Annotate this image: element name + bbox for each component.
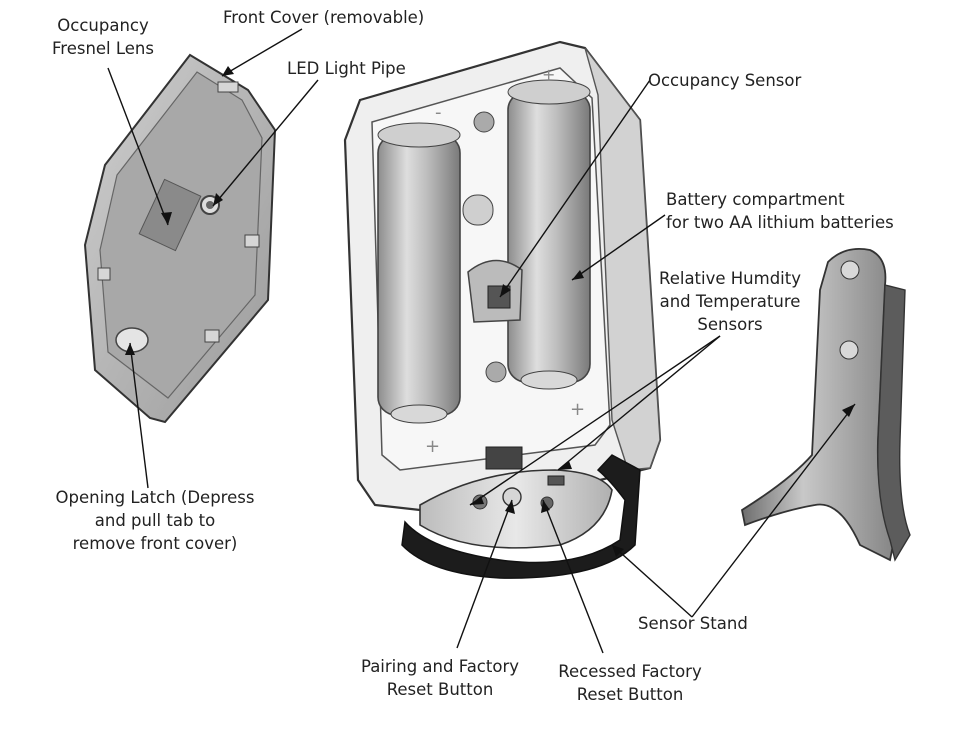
battery-left xyxy=(377,122,461,424)
label-front-cover: Front Cover (removable) xyxy=(223,6,424,29)
housing-vent xyxy=(485,446,523,470)
leader-arrowheads xyxy=(125,66,855,557)
leader-pairing xyxy=(456,499,513,649)
stand-peg-top xyxy=(840,260,860,280)
leader-fresnel xyxy=(107,67,169,226)
base-top-surface xyxy=(419,469,613,549)
label-pairing-reset: Pairing and Factory Reset Button xyxy=(355,655,525,701)
screw-bottom xyxy=(485,361,507,383)
label-battery-compartment: Battery compartment for two AA lithium b… xyxy=(666,188,894,234)
sensor-base xyxy=(401,454,641,579)
leader-humidity-1 xyxy=(469,335,721,506)
leader-lines xyxy=(107,28,856,654)
label-humidity-line-3: Sensors xyxy=(697,315,763,334)
stand-arm xyxy=(740,247,896,562)
label-latch-line-1: Opening Latch (Depress xyxy=(55,488,255,507)
label-battery-line-2: for two AA lithium batteries xyxy=(666,213,894,232)
leader-latch xyxy=(129,342,149,489)
label-latch-line-2: and pull tab to xyxy=(94,511,216,530)
leader-humidity-2 xyxy=(557,335,721,471)
leader-recessed xyxy=(542,499,604,654)
label-front-cover-line-1: Front Cover (removable) xyxy=(223,8,425,27)
occupancy-sensor xyxy=(467,259,523,323)
label-recessed-line-1: Recessed Factory xyxy=(558,662,702,681)
polarity-mark-2: + xyxy=(425,436,440,457)
label-recessed-reset: Recessed Factory Reset Button xyxy=(550,660,710,706)
label-humidity-line-2: and Temperature xyxy=(659,292,801,311)
leader-led xyxy=(212,79,319,207)
leader-stand-1 xyxy=(611,544,693,618)
polarity-mark-4: + xyxy=(570,399,585,420)
label-opening-latch: Opening Latch (Depress and pull tab to r… xyxy=(45,486,265,555)
label-battery-line-1: Battery compartment xyxy=(666,190,845,209)
label-fresnel-line-2: Fresnel Lens xyxy=(51,39,154,58)
label-led-light-pipe: LED Light Pipe xyxy=(287,57,406,80)
temperature-sensor-port xyxy=(547,475,565,486)
label-fresnel-line-1: Occupancy xyxy=(57,16,149,35)
label-pairing-line-1: Pairing and Factory xyxy=(360,657,519,676)
polarity-mark-3: - xyxy=(435,102,442,123)
label-fresnel-lens: Occupancy Fresnel Lens xyxy=(38,14,168,60)
leader-stand-2 xyxy=(691,403,856,618)
screw-top xyxy=(473,111,495,133)
leader-occupancy-sensor xyxy=(499,79,651,298)
led-post xyxy=(462,194,494,226)
battery-right xyxy=(507,79,591,390)
stand-peg-bottom xyxy=(839,340,859,360)
stand-edge xyxy=(877,284,911,562)
label-pairing-line-2: Reset Button xyxy=(386,680,494,699)
label-recessed-line-2: Reset Button xyxy=(576,685,684,704)
label-humidity-line-1: Relative Humdity xyxy=(658,269,801,288)
label-stand-line-1: Sensor Stand xyxy=(638,614,748,633)
sensor-stand xyxy=(740,247,911,562)
front-cover xyxy=(83,53,277,424)
label-occupancy-line-1: Occupancy Sensor xyxy=(648,71,802,90)
label-sensor-stand: Sensor Stand xyxy=(638,612,748,635)
polarity-mark-1: + xyxy=(542,65,555,84)
leader-front-cover xyxy=(221,28,303,77)
label-occupancy-sensor: Occupancy Sensor xyxy=(648,69,801,92)
label-latch-line-3: remove front cover) xyxy=(72,534,238,553)
label-humidity-temperature: Relative Humdity and Temperature Sensors xyxy=(650,267,810,336)
sensor-housing: + + - + xyxy=(343,40,662,512)
label-led-line-1: LED Light Pipe xyxy=(287,59,406,78)
leader-battery xyxy=(571,214,666,281)
